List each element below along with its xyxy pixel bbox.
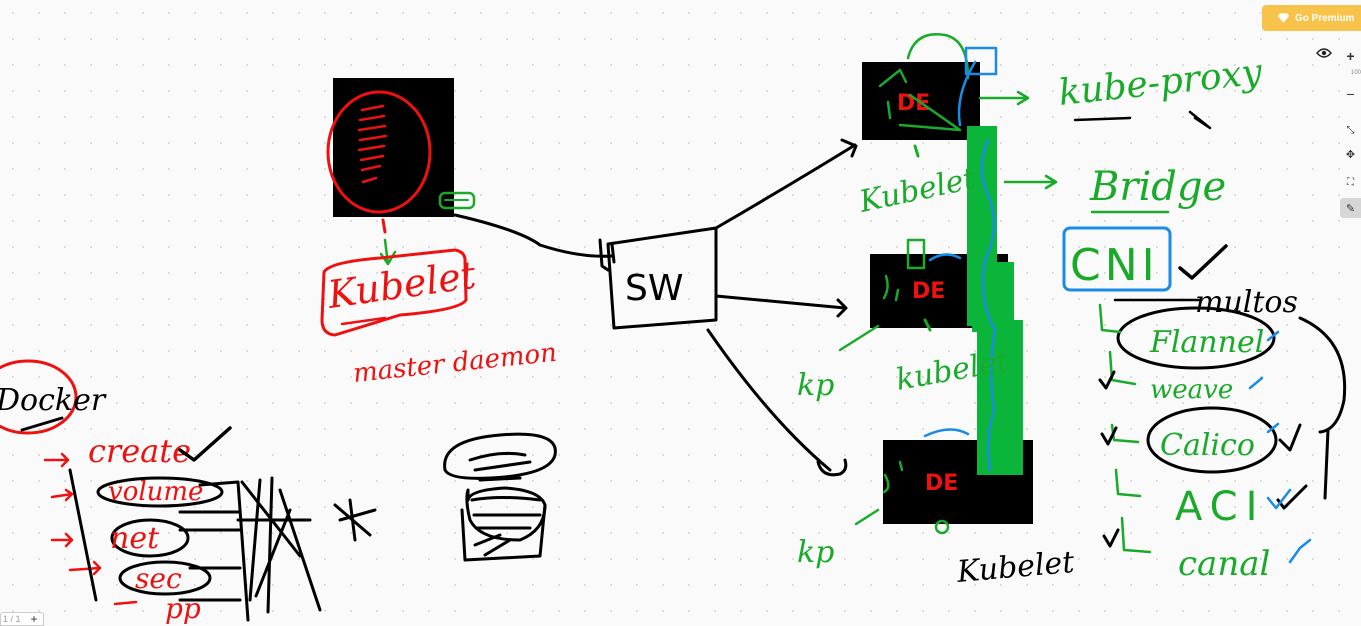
scribbled-containers — [333, 432, 557, 562]
collapse-icon: ⤡ — [1346, 124, 1355, 136]
connection-lines — [453, 138, 858, 477]
move-icon: ✥ — [1345, 148, 1356, 161]
docker-node: Docker create volume net sec pp — [0, 359, 322, 625]
go-premium-button[interactable]: Go Premium — [1262, 5, 1361, 31]
docker-cmd-create: create — [88, 432, 191, 470]
cni-label: CNI — [1070, 240, 1159, 291]
plugin-weave: weave — [1150, 375, 1233, 405]
docker-cmd-volume: volume — [108, 477, 203, 507]
bridge-arrow — [1003, 174, 1058, 190]
plugin-aci: ACI — [1175, 484, 1265, 530]
zoom-out-button[interactable]: − — [1340, 84, 1361, 104]
plugin-canal: canal — [1178, 544, 1270, 584]
minus-icon: − — [1346, 86, 1355, 102]
collapse-button[interactable]: ⤡ — [1340, 120, 1361, 140]
pen-icon: ✎ — [1345, 202, 1356, 215]
kubelet-box: Kubelet — [320, 248, 479, 337]
kube-proxy-label: kube-proxy — [1057, 52, 1265, 114]
move-button[interactable]: ✥ — [1340, 144, 1361, 164]
add-page-button[interactable]: + — [30, 612, 38, 626]
docker-cmd-net: net — [110, 521, 160, 556]
node-3-kubelet-label: Kubelet — [955, 545, 1077, 590]
plugin-flannel: Flannel — [1149, 325, 1264, 360]
node-3-kp-label: kp — [797, 535, 834, 570]
page-indicator: 1 / 1 + — [0, 612, 44, 626]
page-number: 1 / 1 — [3, 614, 21, 624]
docker-cmd-sec: sec — [135, 562, 182, 595]
docker-cmd-pp: pp — [165, 592, 201, 625]
zoom-level: 100 — [1351, 70, 1361, 76]
switch-label: SW — [625, 268, 683, 309]
eye-icon[interactable] — [1316, 46, 1332, 60]
go-premium-label: Go Premium — [1295, 12, 1355, 24]
fit-icon: ⛶ — [1347, 176, 1354, 188]
node-2-kp-label: kp — [797, 368, 834, 403]
node-badge-1: DE — [897, 91, 930, 116]
node-1-kubelet-label: Kubelet — [855, 161, 979, 220]
fit-button[interactable]: ⛶ — [1340, 172, 1361, 192]
master-node — [326, 78, 476, 266]
pen-tool-button[interactable]: ✎ — [1340, 198, 1361, 218]
node-badge-2: DE — [912, 279, 945, 304]
bridge-label: Bridge — [1089, 164, 1226, 210]
bridge-column — [967, 126, 1023, 475]
plugin-calico: Calico — [1160, 428, 1255, 463]
cni-box: CNI — [1062, 226, 1228, 292]
switch-node: SW — [606, 226, 718, 330]
kp-arrows — [838, 324, 880, 526]
master-caption: master daemon — [352, 338, 559, 389]
docker-label: Docker — [0, 383, 107, 418]
kube-proxy-underline — [1073, 110, 1212, 130]
cni-plugin-list: Flannel weave Calico ACI canal — [1098, 303, 1347, 584]
plus-icon: + — [1346, 48, 1355, 64]
zoom-in-button[interactable]: + — [1340, 46, 1361, 66]
node-badge-3: DE — [925, 471, 958, 496]
diamond-icon — [1278, 13, 1289, 23]
worker-node-1: DE — [862, 33, 1030, 158]
